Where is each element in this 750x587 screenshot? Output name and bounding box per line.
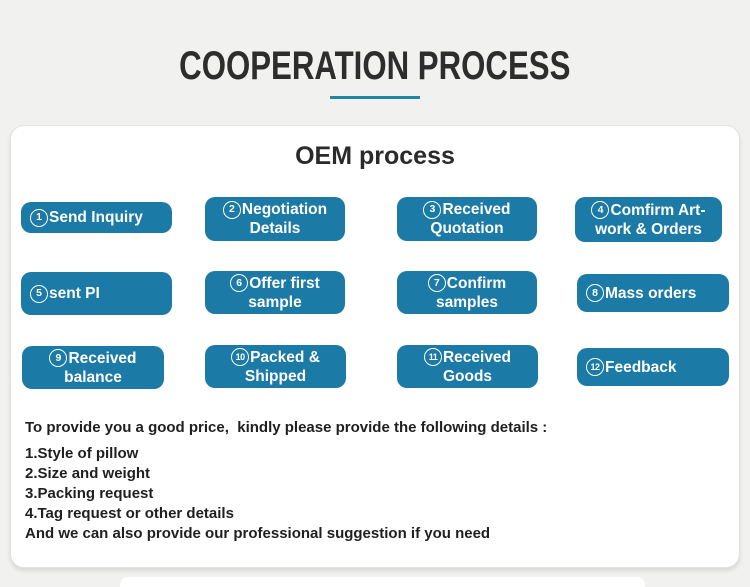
note-item: 3.Packing request (25, 485, 154, 502)
note-intro: To provide you a good price, kindly plea… (25, 419, 548, 436)
note-item: 4.Tag request or other details (25, 505, 234, 522)
step-label-text: sent PI (49, 285, 100, 302)
step-label-text: Quotation (430, 220, 504, 237)
step-number-badge: 7 (427, 274, 446, 292)
step-label-text: sample (248, 293, 302, 311)
step-label-text: balance (64, 368, 122, 386)
step-label-text: Comfirm Art- (610, 201, 706, 219)
step-label-text: Received (442, 201, 511, 218)
step-label-text: Negotiation (241, 201, 328, 218)
step-label-text: Packed & (250, 348, 320, 366)
step-number-badge: 5 (30, 284, 48, 303)
page-header: COOPERATION PROCESS (0, 0, 750, 99)
card-title: OEM process (295, 142, 455, 170)
step-label-text: Received (442, 348, 512, 366)
step-label-text: Details (249, 220, 301, 237)
title-underline (330, 96, 420, 99)
step-number-badge: 12 (586, 358, 604, 376)
step-label-text: Received (68, 349, 137, 367)
step-label-text: Shipped (244, 367, 307, 385)
note-item: 1.Style of pillow (25, 445, 139, 462)
step-label-text: samples (435, 293, 499, 311)
step-number-badge: 1 (30, 208, 48, 227)
step-label-line: sample (248, 293, 301, 312)
step-label-text: Send Inquiry (49, 209, 143, 226)
next-section-strip (120, 577, 645, 587)
step-number-badge: 8 (586, 284, 604, 302)
step-number-badge: 2 (222, 200, 241, 219)
step-label-line: Quotation (430, 219, 503, 238)
step-label-text: Confirm (446, 274, 507, 292)
step-label-line: balance (64, 368, 122, 387)
step-number-badge: 10 (231, 348, 250, 366)
note-block: To provide you a good price, kindly plea… (25, 418, 725, 544)
step-label-line: Shipped (245, 367, 306, 386)
step-number-badge: 3 (423, 200, 442, 219)
step-number-badge: 9 (49, 349, 68, 367)
step-number-badge: 11 (423, 348, 442, 366)
step-number-badge: 6 (230, 274, 249, 292)
step-label-text: Offer first (249, 274, 320, 292)
step-label-text: Goods (442, 367, 493, 385)
note-item: 2.Size and weight (25, 465, 151, 482)
step-label-line: samples (436, 293, 498, 312)
step-number-badge: 4 (591, 201, 610, 219)
step-label-line: Goods (443, 367, 492, 386)
step-label-line: work & Orders (595, 220, 702, 239)
step-label-text: work & Orders (595, 220, 702, 238)
step-label-text: Mass orders (605, 284, 697, 302)
note-outro: And we can also provide our professional… (25, 525, 491, 542)
step-label-line: Details (250, 219, 301, 238)
page-title: COOPERATION PROCESS (179, 44, 571, 88)
step-label-text: Feedback (605, 358, 677, 376)
